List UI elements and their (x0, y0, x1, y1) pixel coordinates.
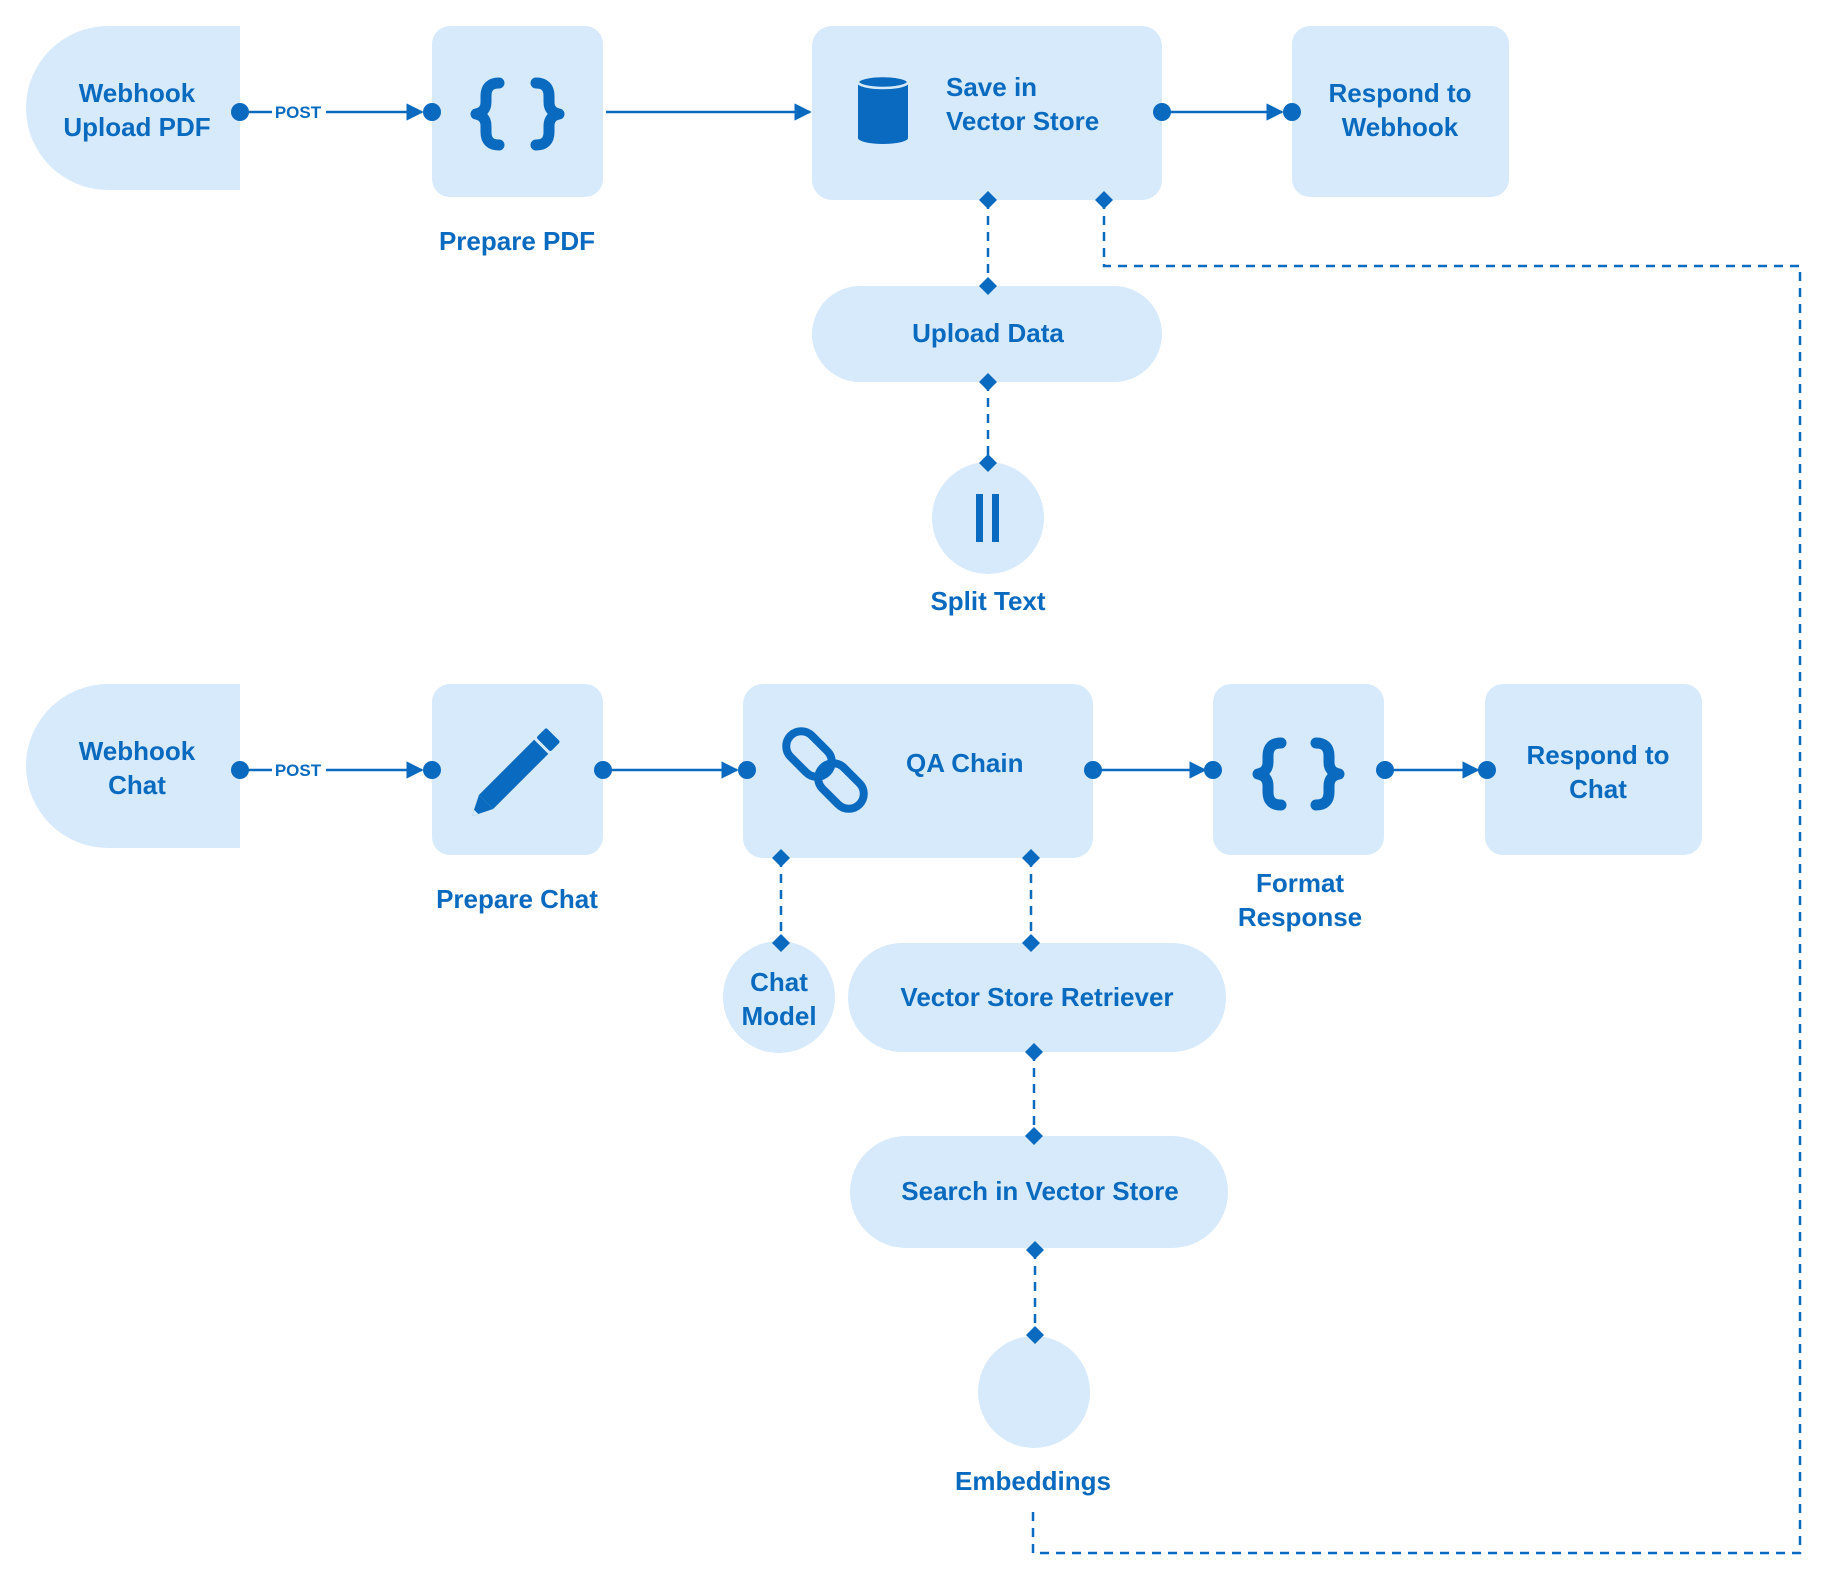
node-respond-to-chat[interactable]: Respond to Chat (1485, 684, 1702, 855)
search-vs-label: Search in Vector Store (901, 1176, 1178, 1206)
format-response-line2: Response (1238, 902, 1362, 932)
node-webhook-upload-pdf[interactable]: Webhook Upload PDF (26, 26, 240, 190)
chat-model-line1: Chat (750, 967, 808, 997)
node-vector-store-retriever[interactable]: Vector Store Retriever (848, 943, 1226, 1052)
respond-webhook-line1: Respond to (1329, 78, 1472, 108)
chat-model-line2: Model (741, 1001, 816, 1031)
solid-connections (240, 103, 1480, 779)
node-prepare-pdf[interactable] (432, 26, 603, 197)
node-prepare-chat[interactable] (432, 684, 603, 855)
respond-webhook-line2: Webhook (1342, 112, 1459, 142)
node-save-vector-store[interactable]: Save in Vector Store (812, 26, 1162, 200)
node-upload-data[interactable]: Upload Data (812, 286, 1162, 382)
node-embeddings[interactable] (978, 1336, 1090, 1448)
pause-bars-icon (976, 494, 999, 542)
save-vector-line1: Save in (946, 72, 1037, 102)
node-qa-chain[interactable]: QA Chain (743, 684, 1093, 858)
connector-dots (231, 103, 1496, 779)
braces-icon (470, 77, 565, 151)
save-vector-line2: Vector Store (946, 106, 1099, 136)
webhook-chat-line1: Webhook (79, 736, 196, 766)
webhook-upload-line1: Webhook (79, 78, 196, 108)
respond-chat-line2: Chat (1569, 774, 1627, 804)
prepare-chat-label: Prepare Chat (436, 884, 598, 914)
database-icon (856, 74, 910, 144)
prepare-pdf-label: Prepare PDF (439, 226, 595, 256)
chain-link-icon (782, 727, 868, 813)
vs-retriever-label: Vector Store Retriever (900, 982, 1173, 1012)
webhook-chat-line2: Chat (108, 770, 166, 800)
post-label-top: POST (275, 103, 322, 122)
node-split-text[interactable] (932, 462, 1044, 574)
respond-chat-line1: Respond to (1527, 740, 1670, 770)
upload-data-label: Upload Data (912, 318, 1064, 348)
embeddings-label: Embeddings (955, 1466, 1111, 1496)
node-chat-model[interactable]: Chat Model (723, 941, 835, 1053)
dashed-connections (779, 200, 1802, 1555)
node-webhook-chat[interactable]: Webhook Chat (26, 684, 240, 848)
post-label-bottom: POST (275, 761, 322, 780)
braces-icon (1252, 737, 1345, 811)
node-format-response[interactable] (1213, 684, 1384, 855)
node-respond-to-webhook[interactable]: Respond to Webhook (1292, 26, 1509, 197)
split-text-label: Split Text (930, 586, 1045, 616)
webhook-upload-line2: Upload PDF (63, 112, 210, 142)
qa-chain-label: QA Chain (906, 748, 1023, 778)
format-response-line1: Format (1256, 868, 1344, 898)
node-search-in-vector-store[interactable]: Search in Vector Store (850, 1136, 1228, 1248)
connector-diamonds (772, 191, 1113, 1344)
